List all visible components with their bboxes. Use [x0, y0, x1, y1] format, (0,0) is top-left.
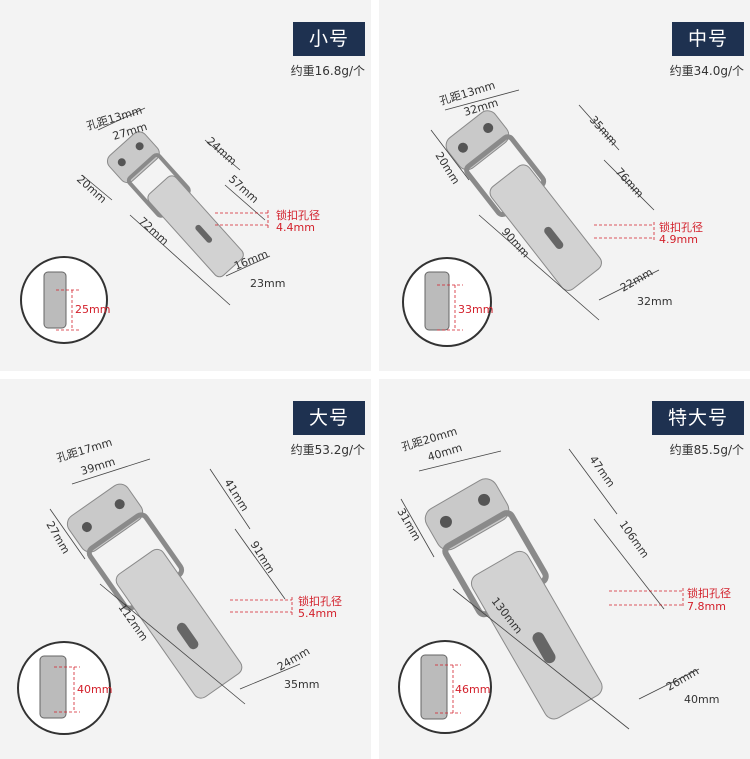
panel-extra-large: 孔距20mm 40mm 47mm 106mm 31mm 130mm 锁扣孔径 7…: [379, 379, 750, 759]
inset-size: 40mm: [77, 683, 112, 696]
hasp-diagram: 孔距13mm 32mm 35mm 76mm 20mm 90mm 锁扣孔径 4.9…: [402, 79, 703, 347]
lock-size: 4.4mm: [276, 221, 315, 234]
bottom-b: 35mm: [284, 678, 319, 691]
bottom-b: 23mm: [250, 277, 285, 290]
lock-label: 锁扣孔径: [687, 586, 731, 600]
dim-b: 76mm: [613, 165, 646, 200]
size-badge: 小号: [292, 22, 365, 56]
hasp-diagram: 孔距13mm 27mm 24mm 57mm 20mm 72mm 锁扣孔径 4.4…: [20, 104, 320, 344]
size-badge: 中号: [671, 22, 744, 56]
lock-size: 5.4mm: [298, 607, 337, 620]
inset-size: 25mm: [75, 303, 110, 316]
dim-b: 91mm: [247, 539, 277, 576]
hasp-latch-photo: [66, 483, 243, 699]
size-badge: 特大号: [651, 401, 744, 435]
hasp-latch-photo: [445, 110, 602, 291]
bottom-b: 32mm: [637, 295, 672, 308]
lock-label: 锁扣孔径: [276, 208, 320, 222]
weight-label: 约重34.0g/个: [669, 64, 744, 78]
hasp-diagram: 孔距17mm 39mm 41mm 91mm 27mm 112mm 锁扣孔径 5.…: [17, 436, 342, 735]
height-left: 20mm: [74, 173, 109, 206]
weight-label: 约重85.5g/个: [669, 443, 744, 457]
lock-label: 锁扣孔径: [298, 594, 342, 608]
hasp-latch-photo: [424, 478, 603, 720]
weight-label: 约重16.8g/个: [290, 64, 365, 78]
top-width: 39mm: [79, 455, 117, 478]
dim-a: 47mm: [587, 453, 618, 489]
size-badge: 大号: [292, 401, 365, 435]
panel-large: 孔距17mm 39mm 41mm 91mm 27mm 112mm 锁扣孔径 5.…: [0, 379, 371, 759]
lock-label: 锁扣孔径: [659, 220, 703, 234]
bottom-b: 40mm: [684, 693, 719, 706]
weight-label: 约重53.2g/个: [290, 443, 365, 457]
panel-small: 孔距13mm 27mm 24mm 57mm 20mm 72mm 锁扣孔径 4.4…: [0, 0, 371, 371]
hasp-diagram: 孔距20mm 40mm 47mm 106mm 31mm 130mm 锁扣孔径 7…: [394, 425, 731, 734]
height-left: 31mm: [394, 506, 423, 543]
dim-a: 24mm: [204, 135, 239, 168]
bottom-a: 24mm: [275, 645, 312, 674]
lock-size: 4.9mm: [659, 233, 698, 246]
inset-size: 33mm: [458, 303, 493, 316]
dim-a: 35mm: [587, 113, 620, 148]
bottom-a: 26mm: [664, 665, 701, 694]
inset-size: 46mm: [455, 683, 490, 696]
hasp-latch-photo: [106, 131, 244, 278]
bottom-a: 22mm: [618, 266, 655, 295]
lock-size: 7.8mm: [687, 600, 726, 613]
panel-medium: 孔距13mm 32mm 35mm 76mm 20mm 90mm 锁扣孔径 4.9…: [379, 0, 750, 371]
